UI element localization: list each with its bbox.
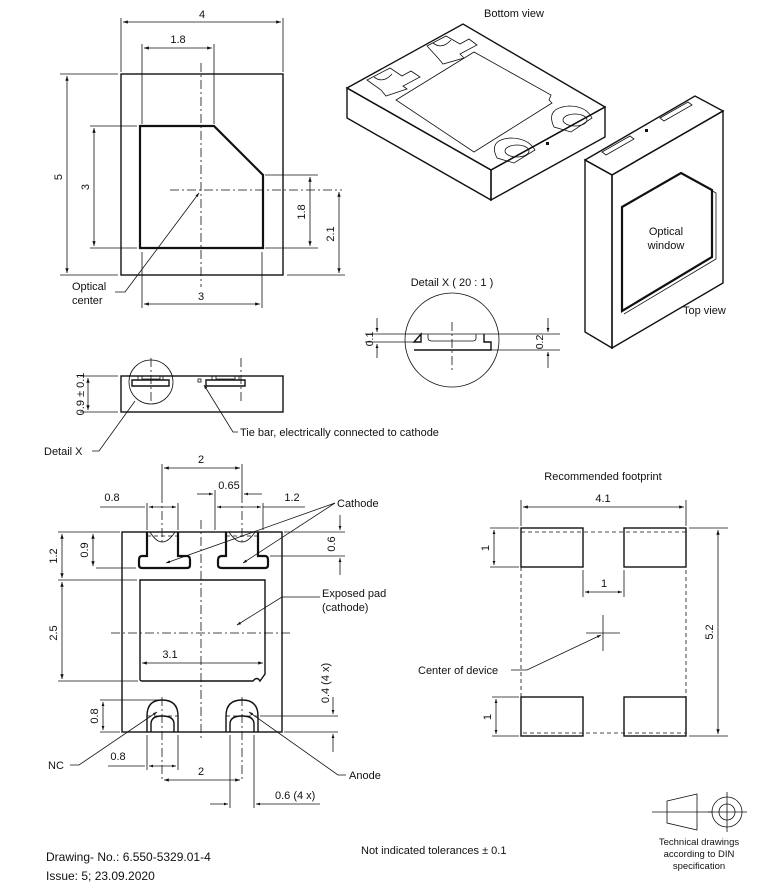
dim-lower-pad-width: 0.8 xyxy=(110,751,125,763)
pad-3d xyxy=(426,35,478,65)
label-center-of-device: Center of device xyxy=(418,665,498,677)
projection-symbol-icon xyxy=(652,792,747,832)
label-nc: NC xyxy=(48,760,64,772)
label-tie-bar: Tie bar, electrically connected to catho… xyxy=(240,427,439,439)
bottom-view-2d: 2 0.8 0.65 1.2 Cathode 1.2 0.9 0 xyxy=(48,454,386,808)
svg-text:window: window xyxy=(647,240,685,252)
dim-pitch-bottom: 2 xyxy=(198,766,204,778)
optical-window-3d xyxy=(620,171,714,313)
dim-slot-width: 0.6 (4 x) xyxy=(275,790,315,802)
footprint-pad xyxy=(623,527,687,568)
dim-pitch-top: 2 xyxy=(198,454,204,466)
label-exposed-pad: Exposed pad xyxy=(322,588,386,600)
dim-pad-height-top: 1 xyxy=(480,545,492,551)
dim-pad-width-mid: 0.65 xyxy=(218,480,239,492)
optical-window-outline xyxy=(138,124,265,250)
detail-x: Detail X ( 20 : 1 ) 0.1 0.2 xyxy=(364,277,560,388)
bottom-view-3d: Bottom view xyxy=(345,8,607,202)
top-view-2d: 4 1.8 5 3 1.8 2.1 3 Optical center xyxy=(53,9,345,308)
tolerances-note: Not indicated tolerances ± 0.1 xyxy=(361,845,506,857)
dim-pad-width-left: 0.8 xyxy=(104,492,119,504)
label-optical-window: Optical xyxy=(649,226,683,238)
label-optical-center: Optical xyxy=(72,281,106,293)
dim-lower-pad-radius: 0.4 (4 x) xyxy=(320,663,332,703)
pad-3d xyxy=(366,67,421,97)
footprint-pad xyxy=(520,527,584,568)
side-view: 0.9 ± 0.1 Detail X Tie bar, electrically… xyxy=(44,358,439,458)
footprint-pad xyxy=(520,696,584,737)
dim-window-width: 3 xyxy=(198,291,204,303)
top-view-title: Top view xyxy=(683,305,726,317)
exposed-pad-3d xyxy=(395,51,553,153)
round-pad-3d xyxy=(551,105,593,133)
dim-height: 5 xyxy=(53,174,65,180)
label-detail-x: Detail X xyxy=(44,446,83,458)
svg-text:according to DIN: according to DIN xyxy=(664,849,735,860)
dim-thickness: 0.9 ± 0.1 xyxy=(75,373,87,416)
issue-date: Issue: 5; 23.09.2020 xyxy=(46,869,155,883)
dim-pad-height-bottom: 1 xyxy=(482,714,494,720)
top-view-3d: Optical window Top view xyxy=(583,95,726,350)
label-cathode: Cathode xyxy=(337,498,379,510)
footer: Drawing- No.: 6.550-5329.01-4 Issue: 5; … xyxy=(46,792,747,883)
din-note: Technical drawings xyxy=(659,837,740,848)
dim-pad-gap: 1 xyxy=(601,578,607,590)
dim-chamfer-height: 1.8 xyxy=(296,204,308,219)
dim-right-pad: 0.6 xyxy=(326,536,338,551)
dim-lower-pad-height: 0.8 xyxy=(89,708,101,723)
dim-exposed-width: 3.1 xyxy=(162,649,177,661)
svg-text:center: center xyxy=(72,295,103,307)
recommended-footprint: Recommended footprint 4.1 1 1 5.2 1 xyxy=(418,471,728,737)
dim-footprint-width: 4.1 xyxy=(595,493,610,505)
footprint-title: Recommended footprint xyxy=(544,471,661,483)
dim-top-margin: 1.2 xyxy=(48,548,60,563)
dim-exposed-height: 2.5 xyxy=(48,625,60,640)
dim-pad-width-right: 1.2 xyxy=(284,492,299,504)
dim-window-half: 1.8 xyxy=(170,34,185,46)
dim-footprint-height: 5.2 xyxy=(704,624,716,639)
round-pad-3d xyxy=(494,137,536,164)
dim-window-height: 3 xyxy=(80,184,92,190)
drawing-number: Drawing- No.: 6.550-5329.01-4 xyxy=(46,850,211,864)
svg-text:specification: specification xyxy=(673,861,725,872)
detail-x-title: Detail X ( 20 : 1 ) xyxy=(411,277,494,289)
exposed-pad xyxy=(139,579,266,683)
dim-detail-left: 0.1 xyxy=(364,332,376,347)
svg-text:(cathode): (cathode) xyxy=(322,602,368,614)
dim-center-offset: 2.1 xyxy=(325,226,337,241)
dim-width: 4 xyxy=(199,9,205,21)
footprint-pad xyxy=(623,696,687,737)
dim-top-pad: 0.9 xyxy=(79,542,91,557)
dim-detail-right: 0.2 xyxy=(534,335,546,350)
bottom-view-title: Bottom view xyxy=(484,8,544,20)
label-anode: Anode xyxy=(349,770,381,782)
package-outline xyxy=(120,73,284,276)
